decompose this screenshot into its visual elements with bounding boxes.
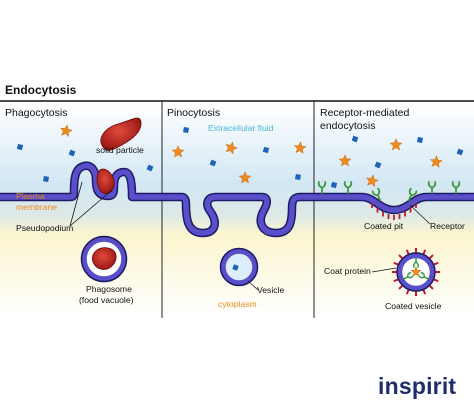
label-vesicle: Vesicle bbox=[257, 285, 284, 295]
receptor-icon bbox=[427, 181, 437, 194]
coated-vesicle-spike bbox=[422, 249, 427, 255]
label-coated-vesicle: Coated vesicle bbox=[385, 301, 442, 311]
panel-title-pinocytosis: Pinocytosis bbox=[167, 107, 220, 119]
solute-star bbox=[389, 138, 403, 151]
solute-square bbox=[209, 159, 217, 167]
coated-vesicle-spike bbox=[433, 261, 439, 266]
panel-title-phagocytosis: Phagocytosis bbox=[5, 107, 67, 119]
solute-square bbox=[42, 175, 50, 183]
receptor-icon bbox=[317, 181, 327, 194]
solute-square bbox=[456, 148, 464, 156]
coated-vesicle-spike bbox=[433, 278, 439, 283]
vesicle-solute-square bbox=[232, 264, 239, 271]
solute-square bbox=[351, 135, 359, 143]
solute-square bbox=[16, 143, 24, 151]
coated-vesicle-spike bbox=[428, 284, 434, 290]
coated-vesicle-cargo bbox=[403, 257, 429, 280]
label-coat-protein: Coat protein bbox=[324, 266, 371, 276]
receptor-icon bbox=[408, 187, 418, 201]
coated-vesicle-coat-proteins bbox=[392, 248, 440, 296]
panel-title-receptor-mediated-line2: endocytosis bbox=[320, 120, 375, 132]
vesicle-pointer bbox=[247, 280, 259, 291]
solute-square bbox=[416, 136, 424, 144]
coated-vesicle-spike bbox=[393, 278, 399, 283]
solute-star bbox=[338, 154, 352, 167]
solute-star bbox=[171, 145, 185, 158]
label-plasma-membrane-line1: Plasma bbox=[16, 191, 45, 201]
coated-vesicle-spike bbox=[398, 284, 404, 290]
coated-vesicle-spike bbox=[393, 261, 399, 266]
solute-square bbox=[182, 126, 190, 134]
phagosome bbox=[80, 235, 128, 283]
label-receptor: Receptor bbox=[430, 221, 465, 231]
label-phagosome-line1: Phagosome bbox=[86, 284, 132, 294]
panel-title-receptor-mediated-line1: Receptor-mediated bbox=[320, 107, 409, 119]
solute-square bbox=[294, 173, 302, 181]
label-plasma-membrane-line2: membrane bbox=[16, 202, 57, 212]
receptor-icon bbox=[343, 181, 353, 194]
receptor-icon bbox=[451, 181, 461, 194]
pseudopodium-pointer-1 bbox=[69, 181, 83, 227]
coat-protein-pointer bbox=[371, 267, 397, 273]
solute-star bbox=[429, 155, 443, 168]
receptor-icon bbox=[412, 257, 420, 268]
label-coated-pit: Coated pit bbox=[364, 221, 404, 231]
label-extracellular-fluid: Extracellular fluid bbox=[208, 123, 274, 133]
diagram-title: Endocytosis bbox=[5, 83, 77, 97]
coated-vesicle bbox=[392, 248, 440, 296]
solid-particle-top bbox=[100, 117, 142, 151]
receptors bbox=[317, 181, 461, 201]
coated-vesicle-spike bbox=[405, 289, 410, 295]
solute-star bbox=[293, 141, 307, 154]
receptor-icon bbox=[403, 272, 414, 280]
label-phagosome-line2: (food vacuole) bbox=[79, 295, 134, 305]
coated-vesicle-spike bbox=[422, 289, 427, 295]
plasma-membrane bbox=[0, 161, 474, 238]
label-solid-particle: solid particle bbox=[96, 145, 144, 155]
label-pseudopodium: Pseudopodium bbox=[16, 223, 73, 233]
solute-square bbox=[262, 146, 270, 154]
solute-square bbox=[68, 149, 76, 157]
solute-star bbox=[366, 174, 379, 188]
coated-vesicle-spike bbox=[428, 254, 434, 260]
receptor-icon bbox=[418, 272, 429, 280]
solute-square bbox=[330, 181, 338, 189]
inspirit-logo: inspirit bbox=[378, 373, 457, 399]
receptor-pointer bbox=[409, 204, 431, 225]
solute-square bbox=[146, 164, 154, 172]
solute-star bbox=[225, 141, 238, 155]
pinocytosis-vesicle bbox=[219, 247, 259, 287]
solute-star bbox=[238, 171, 252, 184]
solute-star bbox=[60, 124, 73, 138]
label-cytoplasm: cytoplasm bbox=[218, 299, 257, 309]
extracellular-solutes bbox=[16, 124, 464, 189]
solute-square bbox=[374, 161, 382, 169]
coated-vesicle-spike bbox=[405, 249, 410, 255]
coated-pit-coat-proteins bbox=[371, 203, 417, 220]
pseudopodium-pointer-2 bbox=[69, 189, 113, 227]
coated-vesicle-spike bbox=[398, 254, 404, 260]
receptor-icon bbox=[371, 187, 381, 201]
cargo-star bbox=[410, 265, 422, 277]
